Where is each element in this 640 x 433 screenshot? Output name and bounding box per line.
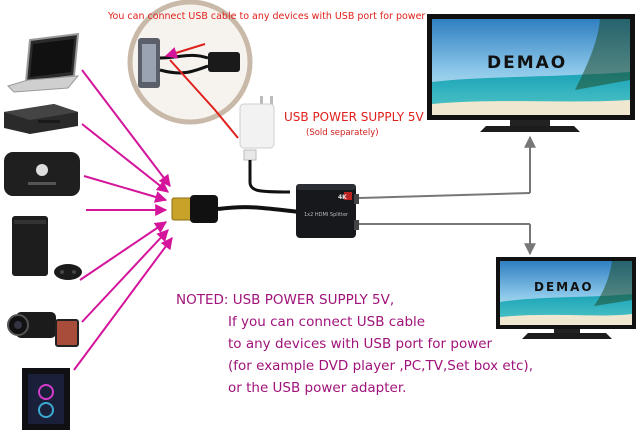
usb-power-adapter-icon bbox=[239, 96, 275, 161]
note-line-4: or the USB power adapter. bbox=[228, 380, 407, 396]
note-line-3: (for example DVD player ,PC,TV,Set box e… bbox=[228, 358, 533, 374]
output-lines bbox=[358, 135, 536, 256]
tv-small-icon bbox=[496, 257, 636, 339]
splitter-badge: 4K bbox=[338, 194, 347, 201]
usb-power-note-top: You can connect USB cable to any devices… bbox=[108, 11, 426, 22]
hdmi-splitter-icon bbox=[296, 184, 359, 238]
tv-small-brand: DEMAO bbox=[534, 280, 594, 294]
input-arrows bbox=[73, 69, 173, 371]
splitter-label: 1x2 HDMI Splitter bbox=[304, 212, 349, 218]
camcorder-icon bbox=[7, 312, 79, 347]
pc-tower-icon bbox=[22, 368, 70, 430]
usb-cable bbox=[248, 160, 291, 194]
laptop-icon bbox=[7, 32, 80, 93]
note-line-1: If you can connect USB cable bbox=[228, 314, 426, 330]
tv-large-brand: DEMAO bbox=[487, 53, 567, 73]
dvd-player-icon bbox=[4, 104, 78, 134]
usb-inset-circle bbox=[127, 0, 253, 139]
hdmi-cable bbox=[217, 205, 301, 214]
power-supply-title: USB POWER SUPPLY 5V bbox=[284, 110, 424, 124]
tv-large-icon bbox=[427, 14, 635, 132]
apple-tv-icon bbox=[4, 152, 80, 196]
game-console-icon bbox=[12, 216, 82, 280]
note-line-2: to any devices with USB port for power bbox=[228, 336, 493, 352]
note-heading: NOTED: USB POWER SUPPLY 5V, bbox=[176, 292, 395, 308]
hdmi-plug-icon bbox=[171, 195, 218, 223]
power-supply-subtitle: (Sold separately) bbox=[306, 128, 379, 138]
